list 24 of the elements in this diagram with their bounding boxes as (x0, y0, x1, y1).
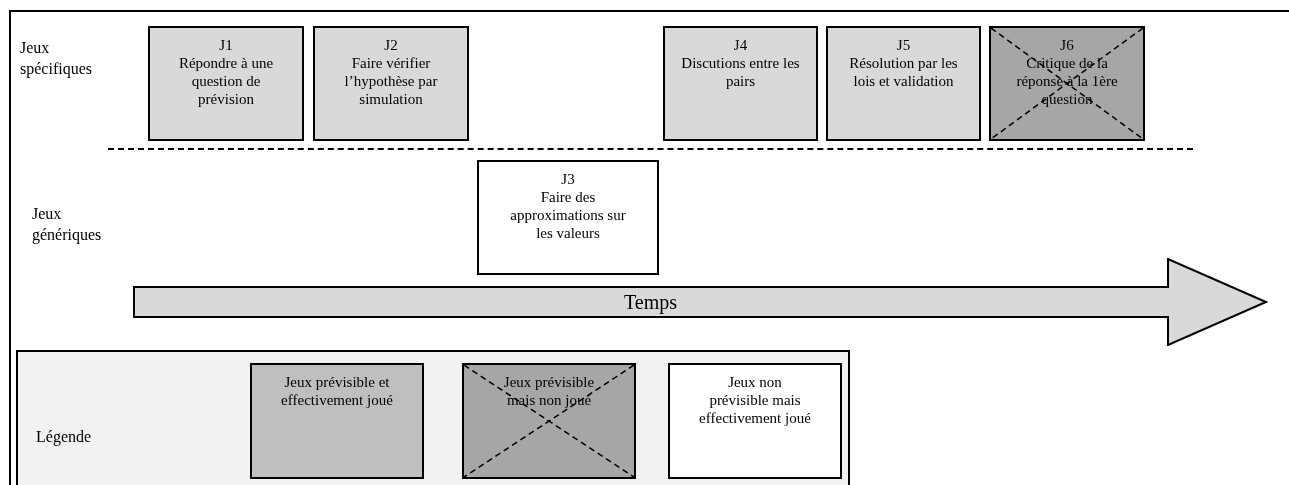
timeline-label: Temps (622, 291, 678, 313)
game-id: J1 (219, 36, 233, 54)
game-description: Faire vérifier l’hypothèse par simulation (343, 54, 439, 108)
game-description: Répondre à une question de prévision (177, 54, 275, 108)
game-description: Faire des approximations sur les valeurs (509, 188, 627, 242)
legend-text: Jeux non prévisible mais effectivement joué (699, 373, 811, 427)
row-label: Légende (36, 427, 93, 447)
game-description: Résolution par les lois et validation (848, 54, 959, 90)
game-id: J3 (561, 170, 575, 188)
timeline-arrow (133, 258, 1268, 346)
row-label: Jeux génériques (32, 204, 103, 245)
game-id: J5 (896, 36, 911, 54)
game-box (663, 26, 818, 141)
legend-text: Jeux prévisible et effectivement joué (281, 373, 393, 409)
row-label: Jeux spécifiques (20, 38, 93, 79)
game-box (826, 26, 981, 141)
game-id: J4 (733, 36, 748, 54)
game-box (313, 26, 469, 141)
game-id: J2 (384, 36, 398, 54)
game-box (148, 26, 304, 141)
game-id: J6 (1060, 36, 1074, 54)
game-box (477, 160, 659, 275)
game-description: Discutions entre les pairs (680, 54, 801, 90)
game-description: Critique de la réponse à la 1ère question (1015, 54, 1119, 108)
